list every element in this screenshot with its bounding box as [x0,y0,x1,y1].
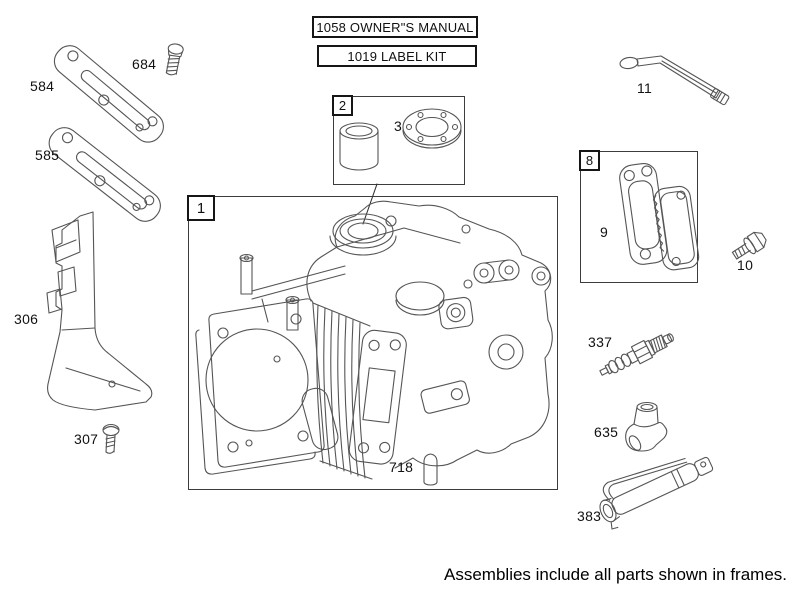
part-11-tube [619,55,730,106]
part-label-383: 383 [577,508,602,524]
owners-manual-callout: 1058 OWNER"S MANUAL [312,16,478,38]
frame-2-number: 2 [332,95,353,116]
part-label-306: 306 [14,311,39,327]
assemblies-note: Assemblies include all parts shown in fr… [444,565,787,584]
part-585-gasket [42,121,167,228]
owners-manual-label: 1058 OWNER"S MANUAL [316,19,474,35]
part-label-635: 635 [594,424,619,440]
frame-1-number: 1 [187,195,215,221]
part-label-585: 585 [35,147,60,163]
frame-assembly-1 [188,196,558,490]
part-label-3: 3 [394,118,403,134]
frame-8-number: 8 [579,150,600,171]
part-306-shield [46,211,153,411]
part-label-9: 9 [600,224,609,240]
part-label-11: 11 [637,80,653,96]
part-label-10: 10 [737,257,754,273]
part-label-718: 718 [389,459,414,475]
part-684-screw [165,43,184,76]
part-label-684: 684 [132,56,157,72]
part-label-337: 337 [588,334,613,350]
part-label-307: 307 [74,431,99,447]
part-307-screw [102,423,120,454]
frame-assembly-2 [333,96,465,185]
part-label-584: 584 [30,78,55,94]
part-635-boot [625,401,668,452]
label-kit-label: 1019 LABEL KIT [347,48,447,64]
label-kit-callout: 1019 LABEL KIT [317,45,477,67]
part-383-oil-fill-tube [599,456,714,530]
